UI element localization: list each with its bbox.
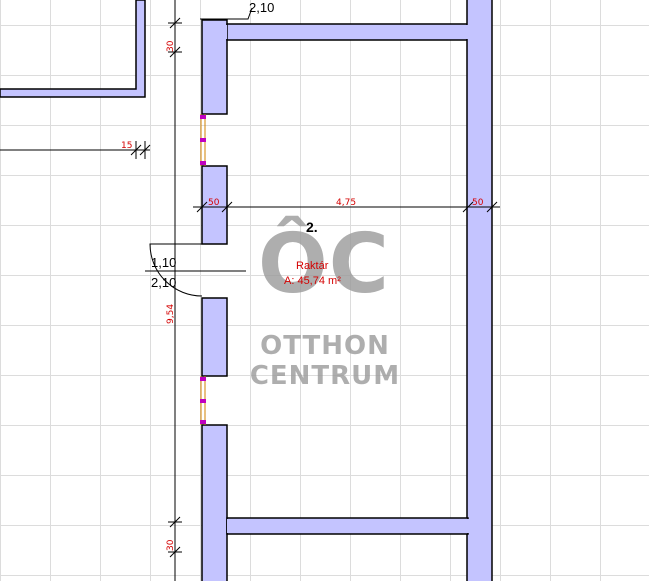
window-bottom — [200, 376, 206, 425]
dimension-lines — [0, 0, 500, 581]
upper-left-room-wall — [0, 0, 146, 98]
door — [145, 243, 246, 297]
dim-wall-right: 50 — [472, 198, 484, 208]
dim-door-height: 2,10 — [151, 275, 176, 290]
dim-segment-30-bottom: 30 — [166, 539, 176, 551]
left-wall-segment — [201, 424, 228, 581]
window-top — [200, 114, 206, 166]
dim-top-height: 2,10 — [249, 0, 274, 15]
door-swing-arc — [149, 243, 203, 297]
walls — [0, 0, 493, 581]
watermark: ÔC OTTHON CENTRUM — [250, 215, 400, 391]
dim-room-width: 4,75 — [336, 198, 356, 208]
left-wall-segment — [201, 297, 228, 377]
otthon-centrum-logo: ÔC — [258, 215, 390, 312]
left-wall-segment — [201, 165, 228, 245]
svg-text:ÔC: ÔC — [258, 215, 390, 312]
room-number: 2. — [306, 219, 318, 235]
dim-wall-left: 50 — [208, 198, 220, 208]
top-cross-wall — [226, 23, 469, 41]
room-area: A: 45,74 m² — [284, 275, 341, 287]
right-wall — [466, 0, 493, 581]
watermark-line1: OTTHON — [260, 331, 390, 361]
dim-door-width: 1,10 — [151, 255, 176, 270]
watermark-line2: CENTRUM — [250, 361, 400, 391]
room-name: Raktár — [296, 260, 329, 272]
dim-segment-15: 15 — [121, 141, 132, 151]
dim-room-length: 9,54 — [166, 304, 176, 324]
bottom-cross-wall — [226, 517, 469, 535]
dim-segment-30-top: 30 — [166, 40, 176, 52]
